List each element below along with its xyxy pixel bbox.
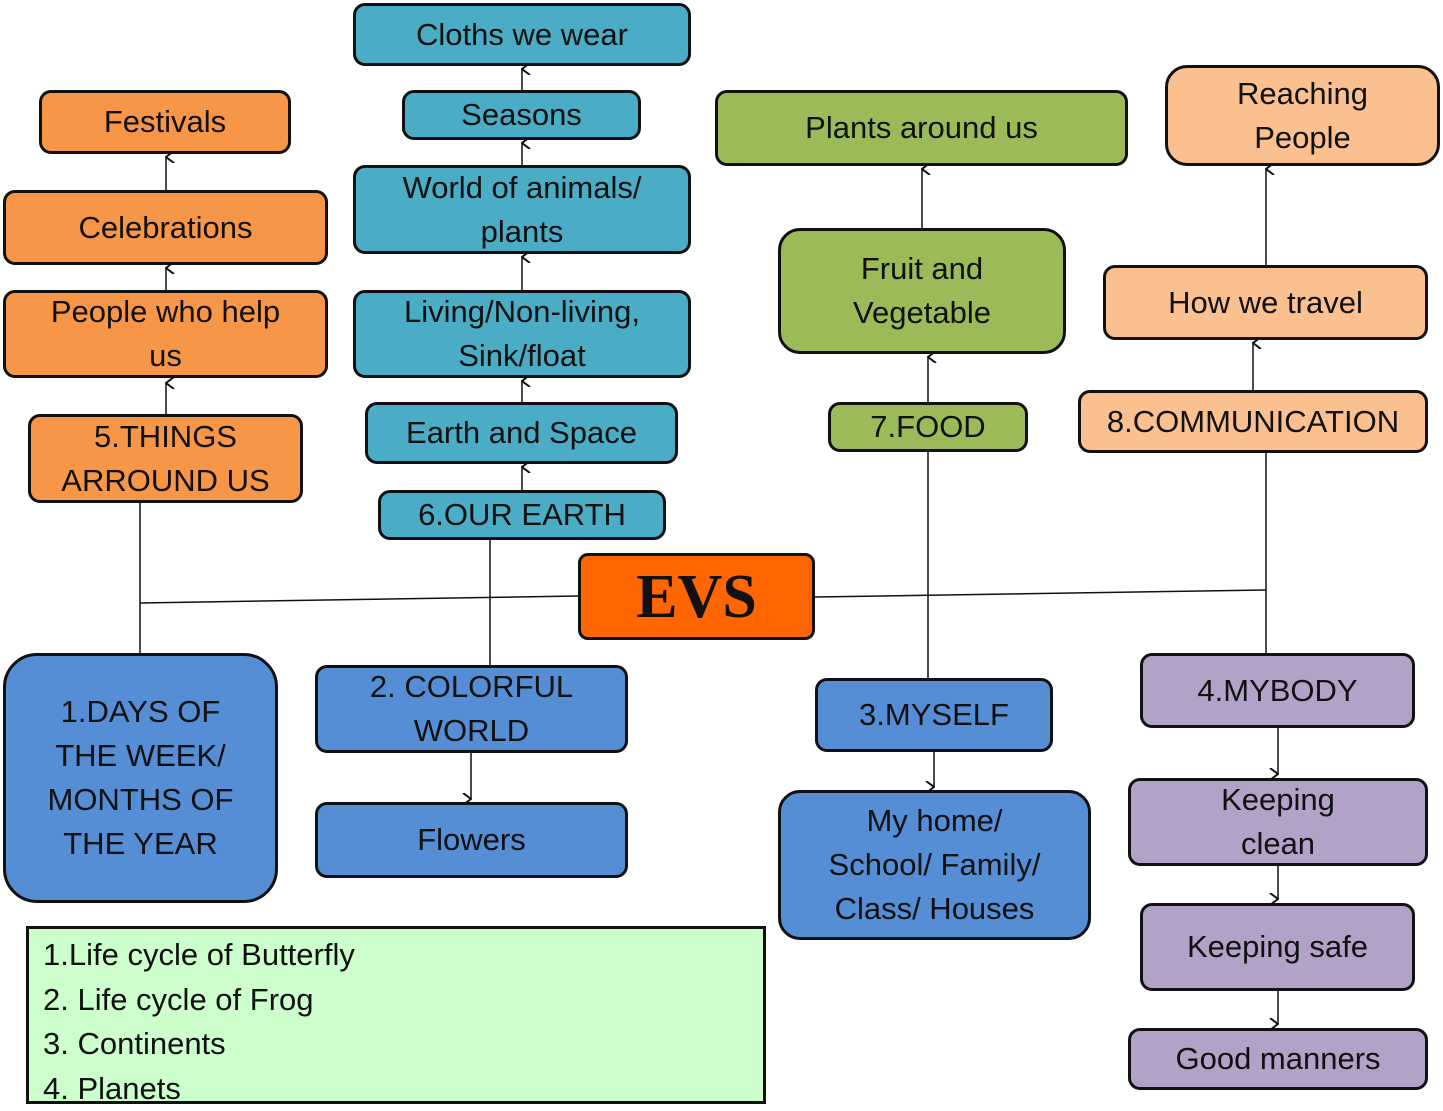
node-seasons: Seasons bbox=[402, 90, 641, 140]
note-item: 1.Life cycle of Butterfly bbox=[43, 937, 355, 972]
node-colorful-world: 2. COLORFUL WORLD bbox=[315, 665, 628, 753]
node-reaching-people: Reaching People bbox=[1165, 65, 1440, 166]
node-food: 7.FOOD bbox=[828, 402, 1028, 452]
node-evs-center: EVS bbox=[578, 553, 815, 640]
node-fruit-and-vegetable: Fruit and Vegetable bbox=[778, 228, 1066, 354]
node-my-home: My home/ School/ Family/ Class/ Houses bbox=[778, 790, 1091, 940]
node-people-who-help-us: People who help us bbox=[3, 290, 328, 378]
node-flowers: Flowers bbox=[315, 802, 628, 878]
node-good-manners: Good manners bbox=[1128, 1028, 1428, 1090]
node-celebrations: Celebrations bbox=[3, 190, 328, 265]
node-world-of-animals-plants: World of animals/ plants bbox=[353, 165, 691, 254]
node-keeping-safe: Keeping safe bbox=[1140, 903, 1415, 991]
node-our-earth: 6.OUR EARTH bbox=[378, 490, 666, 540]
hub-line-left bbox=[139, 595, 579, 604]
node-communication: 8.COMMUNICATION bbox=[1078, 390, 1428, 453]
node-mybody: 4.MYBODY bbox=[1140, 653, 1415, 728]
node-plants-around-us: Plants around us bbox=[715, 90, 1128, 166]
hub-line-right bbox=[814, 589, 1267, 598]
notes-box: 1.Life cycle of Butterfly 2. Life cycle … bbox=[26, 926, 766, 1106]
note-item: 4. Planets bbox=[43, 1070, 181, 1106]
node-earth-and-space: Earth and Space bbox=[365, 402, 678, 464]
node-cloths-we-wear: Cloths we wear bbox=[353, 3, 691, 66]
note-item: 3. Continents bbox=[43, 1026, 226, 1061]
node-myself: 3.MYSELF bbox=[815, 678, 1053, 752]
note-item: 2. Life cycle of Frog bbox=[43, 981, 314, 1017]
node-how-we-travel: How we travel bbox=[1103, 265, 1428, 340]
node-days-of-week: 1.DAYS OF THE WEEK/ MONTHS OF THE YEAR bbox=[3, 653, 278, 903]
node-festivals: Festivals bbox=[39, 90, 291, 154]
node-keeping-clean: Keeping clean bbox=[1128, 778, 1428, 866]
node-things-around-us: 5.THINGS ARROUND US bbox=[28, 414, 303, 503]
node-living-nonliving: Living/Non-living, Sink/float bbox=[353, 290, 691, 378]
